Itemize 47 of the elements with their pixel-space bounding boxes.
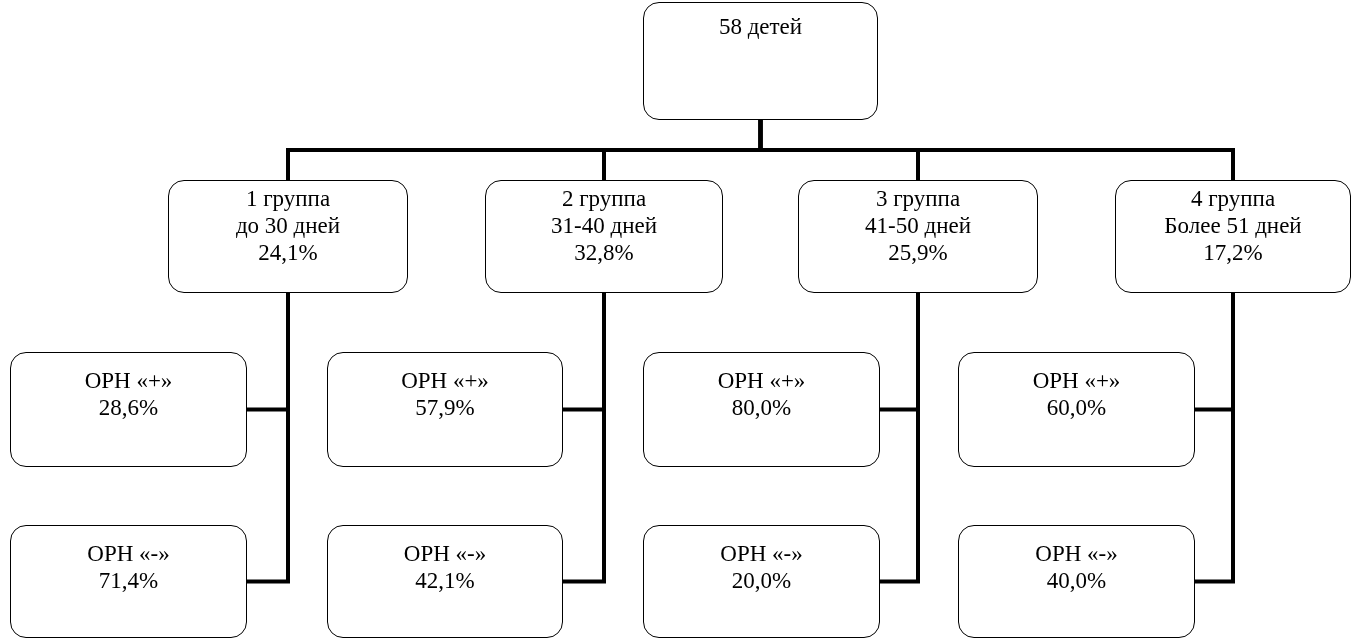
group-box — [485, 180, 723, 293]
group-box — [10, 352, 247, 467]
connector-line — [247, 293, 290, 584]
node-text: 80,0% — [730, 394, 793, 421]
node-text: 31-40 дней — [550, 212, 658, 239]
node-text: ОРН «+» — [716, 367, 807, 394]
group-box — [643, 525, 880, 638]
connector-line — [758, 120, 1235, 180]
node-text: 1 группа — [244, 185, 332, 212]
node-text: 17,2% — [1202, 239, 1264, 266]
node-text: ОРН «-» — [719, 540, 804, 567]
group-box — [1115, 180, 1351, 293]
group-box — [327, 352, 563, 467]
node-text: 41-50 дней — [864, 212, 972, 239]
node-text: ОРН «+» — [1031, 367, 1122, 394]
node-text: ОРН «-» — [1034, 540, 1119, 567]
connector-line — [880, 293, 920, 584]
group-box — [958, 352, 1195, 467]
node-text: 4 группа — [1189, 185, 1277, 212]
node-text: 28,6% — [97, 394, 160, 421]
node-text: 25,9% — [887, 239, 949, 266]
group-box — [958, 525, 1195, 638]
node-text: 3 группа — [874, 185, 962, 212]
node-text: 42,1% — [414, 567, 476, 594]
node-text: 20,0% — [730, 567, 793, 594]
node-text: 24,1% — [257, 239, 319, 266]
node-text: ОРН «-» — [86, 540, 171, 567]
group-box — [10, 525, 247, 638]
node-text: до 30 дней — [234, 212, 342, 239]
root-box — [643, 2, 878, 120]
node-text: 40,0% — [1045, 567, 1108, 594]
node-text: 58 детей — [717, 13, 804, 40]
node-text: ОРН «+» — [400, 367, 490, 394]
node-text: ОРН «-» — [402, 540, 488, 567]
group-box — [168, 180, 408, 293]
group-box — [798, 180, 1038, 293]
node-text: ОРН «+» — [83, 367, 174, 394]
node-text: 32,8% — [573, 239, 635, 266]
node-text: 60,0% — [1045, 394, 1108, 421]
connector-line — [563, 293, 606, 584]
group-box — [327, 525, 563, 638]
node-text: 71,4% — [97, 567, 160, 594]
group-box — [643, 352, 880, 467]
connector-line — [1195, 293, 1235, 584]
node-text: Более 51 дней — [1163, 212, 1303, 239]
node-text: 2 группа — [560, 185, 648, 212]
node-text: 57,9% — [414, 394, 476, 421]
